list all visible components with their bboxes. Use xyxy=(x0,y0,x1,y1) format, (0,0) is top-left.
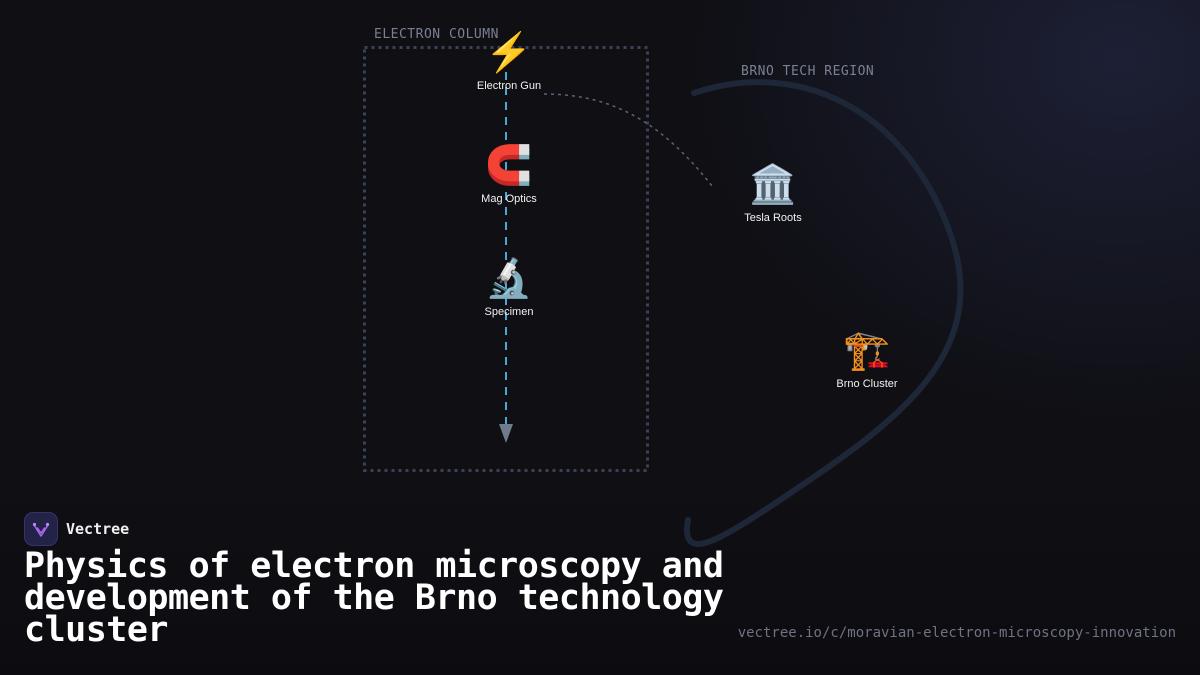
brno-region-boundary xyxy=(684,79,964,547)
node-label: Electron Gun xyxy=(476,80,542,92)
beam-arrowhead xyxy=(499,424,513,443)
classical-building-icon: 🏛️ xyxy=(749,164,797,206)
background-fade xyxy=(0,480,1200,675)
node-tesla-roots[interactable]: 🏛️ Tesla Roots xyxy=(713,162,833,224)
footer-url[interactable]: vectree.io/c/moravian-electron-microscop… xyxy=(737,625,1176,641)
microscope-icon: 🔬 xyxy=(485,258,533,300)
edge-electron-gun-to-tesla-roots xyxy=(543,93,713,187)
node-label: Specimen xyxy=(484,306,534,318)
node-specimen[interactable]: 🔬 Specimen xyxy=(449,256,569,318)
brand-name: Vectree xyxy=(66,520,130,538)
page-title: Physics of electron microscopy and devel… xyxy=(24,546,724,650)
vectree-logo-icon xyxy=(24,512,58,546)
node-label: Tesla Roots xyxy=(744,212,802,224)
node-brno-cluster[interactable]: 🏗️ Brno Cluster xyxy=(807,328,927,390)
node-label: Mag Optics xyxy=(481,193,537,205)
lightning-icon: ⚡ xyxy=(485,32,533,74)
electron-column-box xyxy=(363,46,649,472)
brno-tech-region-label: BRNO TECH REGION xyxy=(741,64,875,79)
brand[interactable]: Vectree xyxy=(24,512,129,546)
node-mag-optics[interactable]: 🧲 Mag Optics xyxy=(449,143,569,205)
magnet-icon: 🧲 xyxy=(485,145,533,187)
construction-crane-icon: 🏗️ xyxy=(843,330,891,372)
node-label: Brno Cluster xyxy=(836,378,898,390)
electron-column-label: ELECTRON COLUMN xyxy=(374,27,499,42)
node-electron-gun[interactable]: ⚡ Electron Gun xyxy=(449,30,569,92)
